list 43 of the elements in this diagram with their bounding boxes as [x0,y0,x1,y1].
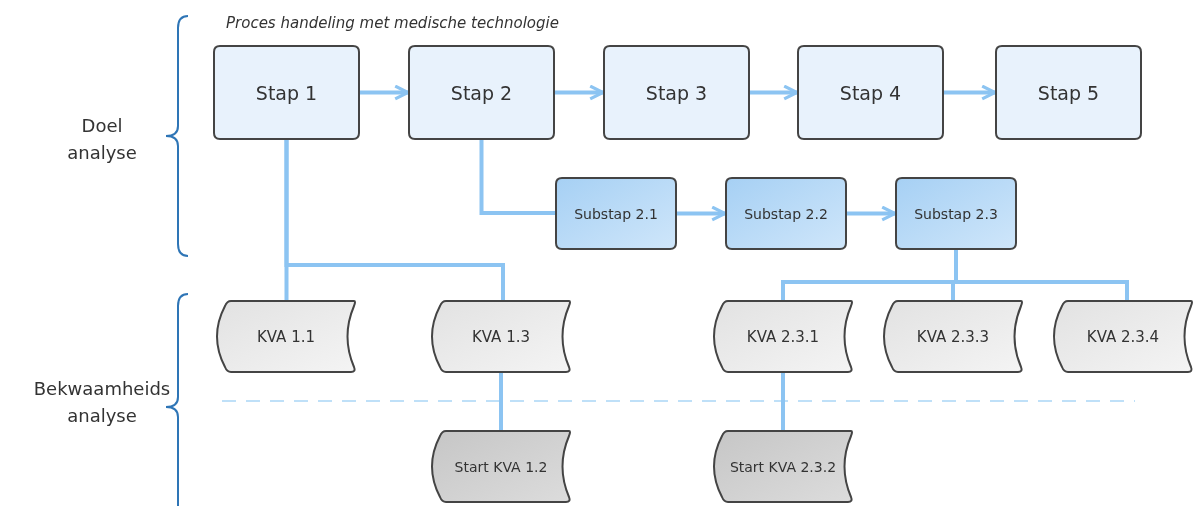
node-label: Stap 1 [255,81,318,104]
process-box [995,45,1142,140]
substep-box [895,177,1017,250]
node-label: Stap 5 [1037,81,1100,104]
arrow [677,205,727,222]
arrow [750,84,799,101]
node-label: KVA 2.3.1 [746,327,820,346]
connector-line [479,140,555,215]
node-label: Substap 2.1 [574,205,658,222]
node-label: Stap 4 [839,81,902,104]
process-box [213,45,360,140]
arrow [360,84,410,101]
stored-data-shape [215,300,357,373]
node-label: Start KVA 2.3.2 [729,458,837,475]
node-label: KVA 1.1 [257,327,315,346]
connector-line [284,140,505,300]
substep-box [725,177,847,250]
stored-data-shape [430,300,572,373]
arrow [944,84,997,101]
node-label: Stap 2 [450,81,513,104]
node-label: Stap 3 [645,81,708,104]
node-label: Start KVA 1.2 [454,458,548,475]
stored-data-shape [712,300,854,373]
node-label: KVA 1.3 [472,327,530,346]
process-box [408,45,555,140]
connector-line [499,373,503,430]
stored-data-shape [882,300,1024,373]
arrow [847,205,897,222]
node-label: KVA 2.3.4 [1086,327,1160,346]
stored-data-shape [712,430,854,503]
stored-data-shape [430,430,572,503]
arrow [555,84,605,101]
process-box [603,45,750,140]
node-label: Substap 2.2 [744,205,828,222]
process-box [797,45,944,140]
node-label: KVA 2.3.3 [916,327,990,346]
diagram-title: Proces handeling met medische technologie [226,14,559,32]
substep-box [555,177,677,250]
section-label: Doel analyse [66,114,138,165]
connector-line [781,373,785,430]
section-label: Bekwaamheids analyse [32,377,172,428]
node-label: Substap 2.3 [914,205,998,222]
stored-data-shape [1052,300,1194,373]
